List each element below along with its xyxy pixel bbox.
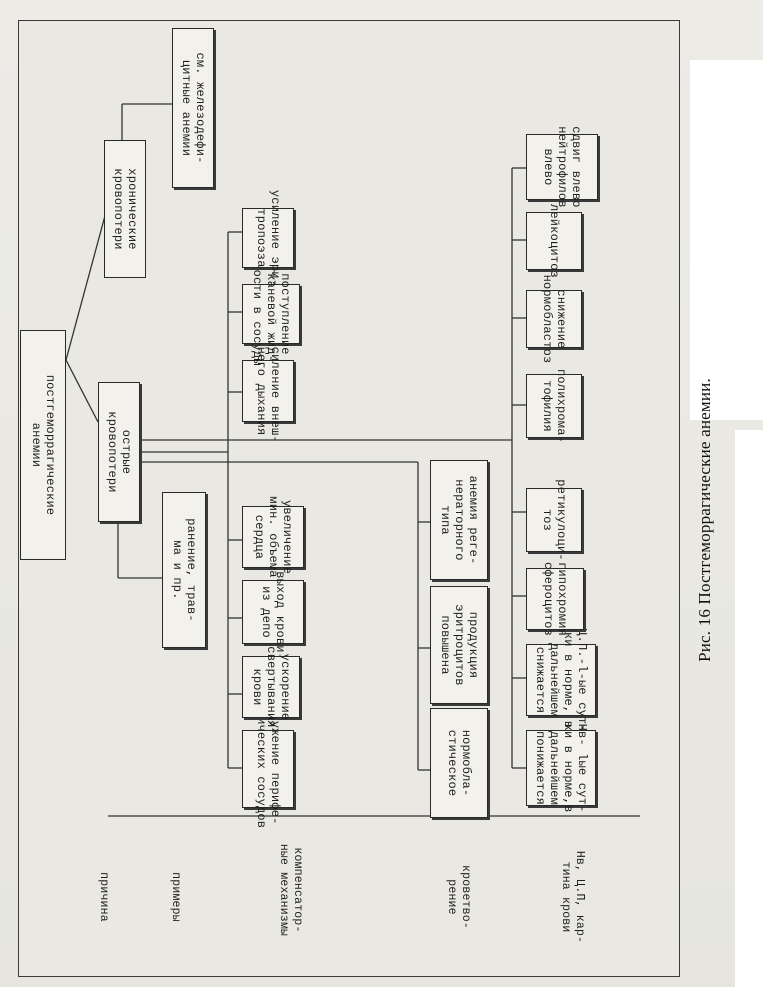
node-blood-polychromatophilia: полихрома- тофилия bbox=[526, 369, 582, 443]
link-root-chronic bbox=[65, 211, 107, 361]
node-blood-hypochromia: гипохромия сфероцитоз bbox=[526, 562, 584, 636]
node-acute: острые кровопотери bbox=[98, 382, 140, 522]
node-comp-erythropoiesis: усиление эри- тропоэза bbox=[242, 190, 294, 286]
row-label-compensatory: компенсатор- ные механизмы bbox=[277, 843, 304, 937]
node-comp-cardiac-output: увеличение мин. объема сердца bbox=[242, 496, 304, 578]
node-comp-coagulation: ускорение свертывания крови bbox=[242, 646, 300, 728]
node-iron-deficiency: см. железодефи- цитные анемии bbox=[172, 28, 214, 188]
node-hema-regenerative: анемия реге- нераторного типа bbox=[430, 460, 488, 580]
row-label-examples: примеры bbox=[169, 872, 182, 922]
node-blood-reticulocytosis: ретикулоци- тоз bbox=[526, 479, 582, 561]
node-comp-depot-release: выход крови из депо bbox=[242, 571, 304, 653]
node-injury: ранение, трав- ма и пр. bbox=[162, 492, 206, 648]
row-label-hematopoiesis: кроветво- рение bbox=[445, 865, 472, 929]
node-blood-leukocytosis: лейкоцитоз bbox=[526, 204, 582, 278]
margin-patch-bottom bbox=[735, 430, 763, 990]
node-comp-tissue-fluid: поступление тканевой жид- кости в сосуды bbox=[242, 262, 300, 366]
link-root-acute bbox=[65, 359, 99, 423]
node-hema-normoblastic: нормобла- стическое bbox=[430, 708, 488, 818]
node-comp-vasoconstriction: сужение перифе- рических сосудов bbox=[242, 710, 294, 828]
margin-patch-top bbox=[690, 60, 763, 420]
node-root: постгеморрагические анемии bbox=[20, 330, 66, 560]
node-blood-normoblastosis: снижение нормобластоз bbox=[526, 275, 582, 363]
node-chronic: хронические кровопотери bbox=[104, 140, 146, 278]
row-label-cause: причина bbox=[97, 872, 110, 922]
node-blood-neutrophil-shift: сдвиг влево нейтрофилов влево bbox=[526, 126, 598, 208]
node-blood-hb: Нв- lые сут- ки в норме,в дальнейшем пон… bbox=[526, 724, 596, 812]
figure-caption: Рис. 16 Постгеморрагические анемии. bbox=[695, 378, 714, 662]
node-comp-respiration: усиление внеш- него дыхания bbox=[242, 339, 294, 443]
row-label-blood-picture: Нв, Ц.П, кар- тина крови bbox=[559, 850, 586, 944]
node-blood-color-index: Ц.П.-l-ые сут- ки в норме, в дальнейшем … bbox=[526, 628, 596, 732]
node-hema-production: продукция эритроцитов повышена bbox=[430, 586, 488, 704]
